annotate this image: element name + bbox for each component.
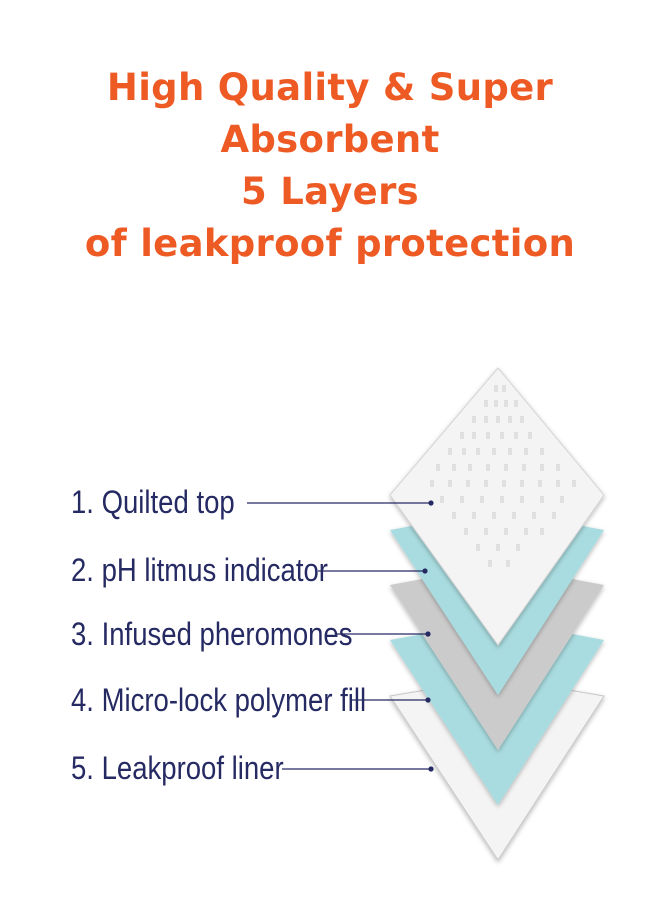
- layer-label-3: 3. Infused pheromones: [71, 616, 353, 652]
- headline-line-2: 5 Layers: [241, 170, 419, 213]
- layer-label-2: 2. pH litmus indicator: [71, 552, 328, 588]
- leader-dot-1: [428, 500, 434, 506]
- layer-label-4: 4. Micro-lock polymer fill: [71, 682, 367, 718]
- leader-dot-3: [425, 631, 431, 637]
- leader-dot-2: [422, 568, 428, 574]
- quilt-pattern: [430, 385, 576, 567]
- leader-dot-5: [428, 766, 434, 772]
- layer-sheet-1: [389, 367, 605, 646]
- headline-line-1: High Quality & Super Absorbent: [106, 66, 554, 161]
- leader-dot-4: [425, 697, 431, 703]
- headline-line-3: of leakproof protection: [84, 222, 576, 265]
- headline: High Quality & Super Absorbent 5 Layers …: [0, 62, 660, 270]
- layer-label-1: 1. Quilted top: [71, 484, 235, 520]
- layer-label-5: 5. Leakproof liner: [71, 750, 284, 786]
